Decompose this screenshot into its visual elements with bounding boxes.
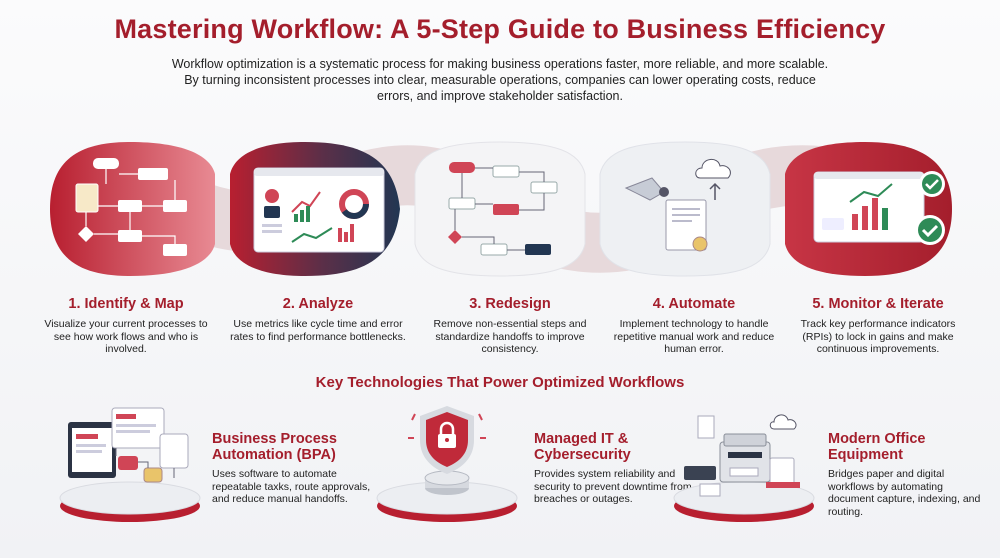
step-description: Remove non-essential steps and standardi…: [433, 318, 587, 355]
step-description: Use metrics like cycle time and error ra…: [230, 318, 406, 343]
step-monitor-iterate: 5. Monitor & Iterate Track key performan…: [790, 296, 966, 356]
tech-managed-it: Managed IT & Cybersecurity Provides syst…: [534, 431, 694, 506]
analytics-dashboard-icon: [253, 167, 385, 253]
step-automate: 4. Automate Implement technology to hand…: [606, 296, 782, 356]
step-redesign: 3. Redesign Remove non-essential steps a…: [422, 296, 598, 356]
step-description: Visualize your current processes to see …: [44, 318, 208, 355]
step-title: 5. Monitor & Iterate: [812, 296, 944, 312]
flowchart-map-icon: [75, 158, 187, 256]
tech-title: Managed IT & Cybersecurity: [534, 431, 631, 463]
technologies-section-title: Key Technologies That Power Optimized Wo…: [315, 374, 685, 391]
bpa-screens-icon: [59, 407, 201, 522]
robot-cloud-document-icon: [624, 159, 731, 252]
tech-title: Business Process Automation (BPA): [212, 431, 337, 463]
steps-illustration-band: [40, 134, 962, 284]
monitor-checkmark-icon: [813, 171, 945, 245]
steps-list: 1. Identify & Map Visualize your current…: [20, 296, 980, 366]
tech-title: Modern Office Equipment: [828, 431, 926, 463]
step-title: 3. Redesign: [469, 296, 551, 312]
office-printer-scanner-icon: [673, 414, 815, 522]
tech-description: Provides system reliability and security…: [534, 468, 692, 505]
step-title: 1. Identify & Map: [68, 296, 184, 312]
step-title: 4. Automate: [652, 296, 736, 312]
step-description: Implement technology to handle repetitiv…: [613, 318, 775, 355]
tech-office-equipment: Modern Office Equipment Bridges paper an…: [828, 431, 988, 518]
step-description: Track key performance indicators (RPIs) …: [800, 318, 956, 355]
step-identify-map: 1. Identify & Map Visualize your current…: [38, 296, 214, 356]
intro-paragraph: Workflow optimization is a systematic pr…: [171, 57, 829, 103]
redesign-flow-icon: [448, 162, 558, 256]
page-title: Mastering Workflow: A 5-Step Guide to Bu…: [114, 14, 886, 44]
tech-description: Uses software to automate repeatable tax…: [212, 468, 371, 505]
tech-bpa: Business Process Automation (BPA) Uses s…: [212, 431, 372, 506]
shield-lock-icon: [376, 406, 518, 522]
step-analyze: 2. Analyze Use metrics like cycle time a…: [230, 296, 406, 343]
tech-description: Bridges paper and digital workflows by a…: [828, 468, 981, 518]
step-title: 2. Analyze: [282, 296, 354, 312]
